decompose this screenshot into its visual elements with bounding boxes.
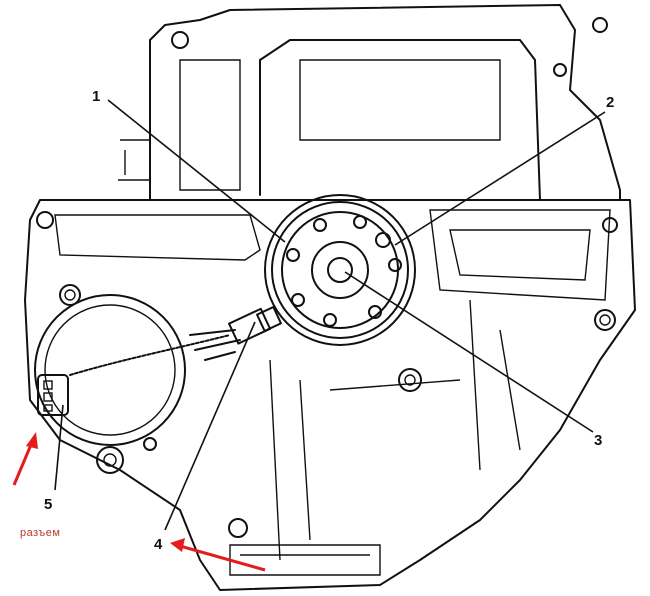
leader-line-4 — [164, 321, 256, 531]
leader-line-1 — [107, 99, 286, 243]
callout-5: 5 — [44, 496, 53, 513]
red-arrow-sensor — [170, 538, 266, 572]
plate-outline — [24, 199, 636, 591]
callout-1: 1 — [92, 88, 101, 105]
red-arrow-connector — [12, 432, 38, 486]
callout-3: 3 — [594, 432, 603, 449]
crankshaft-sensor — [189, 306, 282, 361]
callout-2: 2 — [606, 94, 615, 111]
sensor-bore — [34, 294, 186, 446]
sensor-cable — [69, 334, 231, 376]
leader-line-5 — [54, 404, 64, 491]
connector — [37, 374, 69, 416]
callout-4: 4 — [154, 536, 163, 553]
leader-line-3 — [344, 271, 594, 433]
upper-block-outline — [149, 4, 621, 201]
leader-line-2 — [394, 111, 606, 246]
connector-annotation: разъем — [20, 527, 61, 539]
crankshaft-hub — [264, 194, 416, 346]
upper-block-inner — [259, 39, 541, 201]
